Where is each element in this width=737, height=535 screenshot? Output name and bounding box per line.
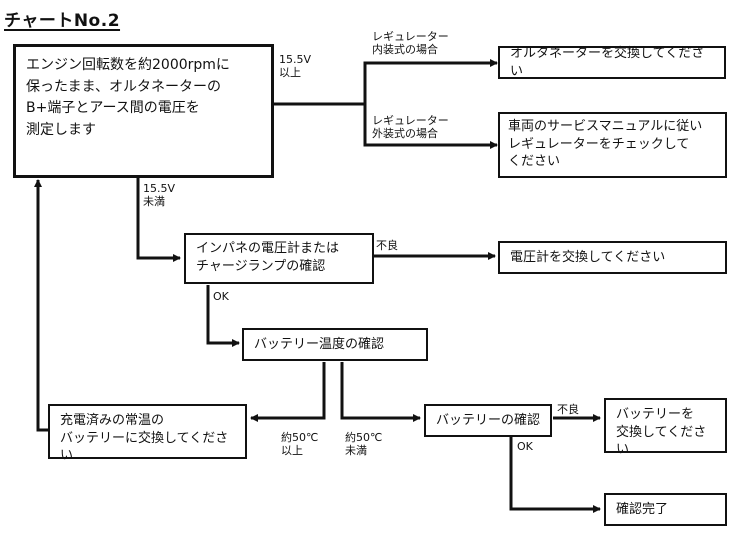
battery-check-text: バッテリーの確認 (436, 412, 541, 428)
battery-check-box: バッテリーの確認 (424, 404, 552, 437)
check-regulator-text: 車両のサービスマニュアルに従い レギュレーターをチェックして ください (508, 119, 703, 170)
check-gauge-box: インパネの電圧計または チャージランプの確認 (184, 233, 374, 284)
replace-battery-text: バッテリーを 交換してください (616, 407, 707, 458)
connector-loop-back (34, 179, 48, 432)
label-internal-regulator: レギュレーター 内装式の場合 (372, 30, 449, 57)
label-gauge-bad: 不良 (376, 239, 398, 252)
replace-gauge-text: 電圧計を交換してください (510, 249, 666, 265)
label-over-15v: 15.5V 以上 (279, 53, 312, 80)
start-measure-voltage-text: エンジン回転数を約2000rpmに 保ったまま、オルタネーターの B+端子とアー… (26, 57, 230, 139)
label-gauge-ok: OK (213, 290, 229, 303)
replace-alternator-box: オルタネーターを交換してください (498, 46, 726, 79)
connector-under-15v (136, 177, 181, 262)
connector-over-15v (274, 59, 498, 106)
label-temp-under: 約50℃ 未満 (345, 431, 383, 458)
check-complete-text: 確認完了 (616, 501, 669, 517)
replace-battery-box: バッテリーを 交換してください (604, 398, 727, 457)
start-measure-voltage-box: エンジン回転数を約2000rpmに 保ったまま、オルタネーターの B+端子とアー… (13, 44, 274, 178)
label-temp-over: 約50℃ 以上 (281, 431, 319, 458)
label-external-regulator: レギュレーター 外装式の場合 (372, 114, 449, 141)
replace-gauge-box: 電圧計を交換してください (498, 241, 727, 274)
recharge-battery-text: 充電済みの常温の バッテリーに交換してください (60, 413, 229, 464)
connector-temp-over (250, 362, 326, 422)
label-battery-ok: OK (517, 440, 533, 453)
battery-temperature-box: バッテリー温度の確認 (242, 328, 428, 361)
recharge-battery-box: 充電済みの常温の バッテリーに交換してください (48, 404, 247, 463)
connector-external (363, 104, 498, 149)
connector-temp-under (340, 362, 421, 422)
label-battery-bad: 不良 (557, 403, 579, 416)
connector-battery-ok (509, 436, 601, 513)
check-complete-box: 確認完了 (604, 493, 727, 526)
replace-alternator-text: オルタネーターを交換してください (510, 45, 705, 79)
check-regulator-box: 車両のサービスマニュアルに従い レギュレーターをチェックして ください (498, 112, 727, 178)
battery-temperature-text: バッテリー温度の確認 (254, 336, 385, 352)
chart-title: チャートNo.2 (4, 11, 121, 31)
label-under-15v: 15.5V 未満 (143, 182, 176, 209)
connector-gauge-ok (206, 285, 240, 347)
check-gauge-text: インパネの電圧計または チャージランプの確認 (196, 241, 340, 274)
